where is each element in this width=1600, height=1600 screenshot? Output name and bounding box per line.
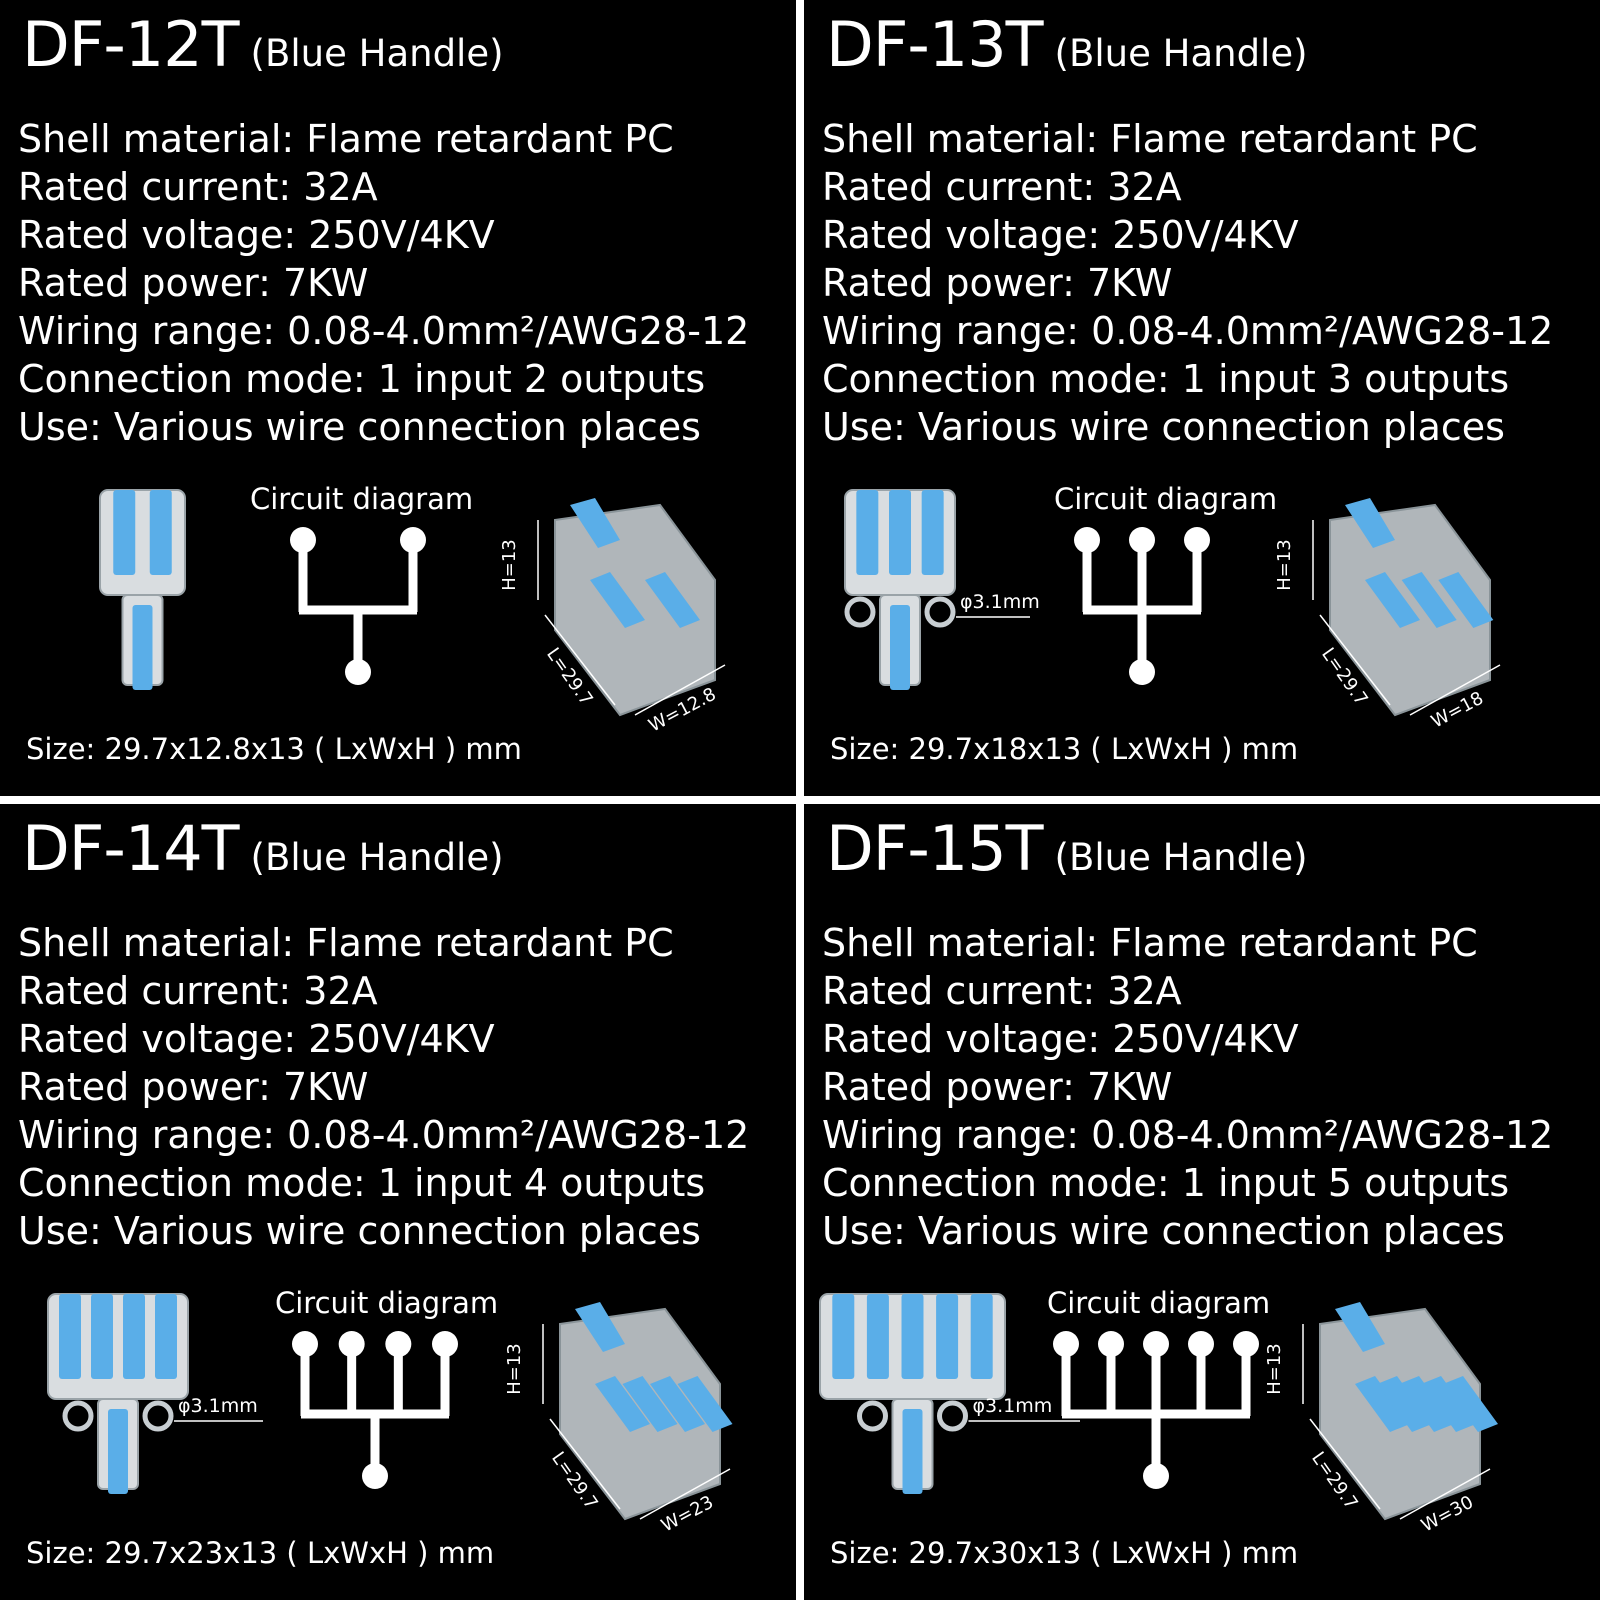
spec-line: Rated current: 32A: [822, 969, 1182, 1013]
mount-hole-label: φ3.1mm: [973, 1395, 1053, 1417]
product-panel-df-12t: DF-12T(Blue Handle) Shell material: Flame…: [0, 0, 796, 796]
model-name: DF-14T: [22, 812, 240, 885]
spec-line: Shell material: Flame retardant PC: [822, 921, 1478, 965]
model-name: DF-13T: [826, 8, 1044, 81]
spec-line: Shell material: Flame retardant PC: [18, 117, 674, 161]
spec-line: Wiring range: 0.08-4.0mm²/AWG28-12: [18, 1113, 750, 1157]
connector-isometric-view: H=13L=29.7W=18: [1274, 498, 1501, 733]
circuit-symbol: [292, 1331, 458, 1489]
spec-line: Use: Various wire connection places: [822, 1209, 1505, 1253]
spec-line: Wiring range: 0.08-4.0mm²/AWG28-12: [822, 309, 1554, 353]
spec-line: Use: Various wire connection places: [18, 405, 701, 449]
spec-line: Use: Various wire connection places: [18, 1209, 701, 1253]
circuit-symbol: [1053, 1331, 1259, 1489]
spec-line: Rated voltage: 250V/4KV: [18, 213, 495, 257]
product-panel-df-14t: DF-14T(Blue Handle) Shell material: Flame…: [0, 804, 796, 1600]
height-dimension: H=13: [1264, 1343, 1285, 1395]
length-dimension: L=29.7: [542, 644, 597, 709]
size-text: Size: 29.7x30x13 ( LxWxH ) mm: [830, 1536, 1299, 1570]
spec-line: Wiring range: 0.08-4.0mm²/AWG28-12: [822, 1113, 1554, 1157]
size-text: Size: 29.7x12.8x13 ( LxWxH ) mm: [26, 732, 522, 766]
height-dimension: H=13: [499, 539, 520, 591]
spec-line: Rated power: 7KW: [18, 261, 369, 305]
product-panel-df-15t: DF-15T(Blue Handle) Shell material: Flame…: [804, 804, 1600, 1600]
width-dimension: W=12.8: [645, 684, 719, 737]
product-panel-df-13t: DF-13T(Blue Handle) Shell material: Flame…: [804, 0, 1600, 796]
spec-line: Rated power: 7KW: [18, 1065, 369, 1109]
model-name: DF-12T: [22, 8, 240, 81]
spec-line: Connection mode: 1 input 3 outputs: [822, 357, 1510, 401]
spec-line: Connection mode: 1 input 2 outputs: [18, 357, 706, 401]
spec-line: Connection mode: 1 input 5 outputs: [822, 1161, 1510, 1205]
length-dimension: L=29.7: [1307, 1448, 1362, 1513]
spec-line: Rated current: 32A: [18, 969, 378, 1013]
spec-line: Rated voltage: 250V/4KV: [18, 1017, 495, 1061]
width-dimension: W=23: [658, 1492, 717, 1537]
spec-line: Use: Various wire connection places: [822, 405, 1505, 449]
handle-color: (Blue Handle): [1054, 32, 1308, 75]
panel-title: DF-15T(Blue Handle): [826, 818, 1308, 880]
mount-hole-label: φ3.1mm: [960, 591, 1040, 613]
spec-line: Wiring range: 0.08-4.0mm²/AWG28-12: [18, 309, 750, 353]
width-dimension: W=30: [1418, 1492, 1477, 1537]
panel-title: DF-12T(Blue Handle): [22, 14, 504, 76]
connector-top-view: φ3.1mm: [844, 489, 1040, 690]
circuit-symbol: [1074, 527, 1210, 685]
length-dimension: L=29.7: [1317, 644, 1372, 709]
spec-line: Rated current: 32A: [18, 165, 378, 209]
circuit-diagram-label: Circuit diagram: [1054, 482, 1278, 516]
panel-title: DF-14T(Blue Handle): [22, 818, 504, 880]
height-dimension: H=13: [1274, 539, 1295, 591]
length-dimension: L=29.7: [547, 1448, 602, 1513]
height-dimension: H=13: [504, 1343, 525, 1395]
size-text: Size: 29.7x23x13 ( LxWxH ) mm: [26, 1536, 495, 1570]
spec-line: Rated voltage: 250V/4KV: [822, 1017, 1299, 1061]
width-dimension: W=18: [1428, 688, 1487, 733]
mount-hole-label: φ3.1mm: [178, 1395, 258, 1417]
model-name: DF-15T: [826, 812, 1044, 885]
connector-top-view: φ3.1mm: [47, 1293, 263, 1494]
spec-line: Rated current: 32A: [822, 165, 1182, 209]
connector-isometric-view: H=13L=29.7W=23: [504, 1302, 733, 1537]
size-text: Size: 29.7x18x13 ( LxWxH ) mm: [830, 732, 1299, 766]
connector-top-view: φ3.1mm: [819, 1293, 1080, 1494]
handle-color: (Blue Handle): [1054, 836, 1308, 879]
connector-isometric-view: H=13L=29.7W=30: [1264, 1302, 1498, 1537]
spec-line: Rated power: 7KW: [822, 261, 1173, 305]
handle-color: (Blue Handle): [250, 32, 504, 75]
spec-line: Shell material: Flame retardant PC: [822, 117, 1478, 161]
panel-title: DF-13T(Blue Handle): [826, 14, 1308, 76]
connector-isometric-view: H=13L=29.7W=12.8: [499, 498, 726, 737]
spec-line: Rated power: 7KW: [822, 1065, 1173, 1109]
circuit-diagram-label: Circuit diagram: [275, 1286, 499, 1320]
circuit-diagram-label: Circuit diagram: [1047, 1286, 1271, 1320]
circuit-symbol: [290, 527, 426, 685]
connector-top-view: [99, 489, 186, 690]
spec-line: Rated voltage: 250V/4KV: [822, 213, 1299, 257]
handle-color: (Blue Handle): [250, 836, 504, 879]
circuit-diagram-label: Circuit diagram: [250, 482, 474, 516]
spec-line: Shell material: Flame retardant PC: [18, 921, 674, 965]
spec-line: Connection mode: 1 input 4 outputs: [18, 1161, 706, 1205]
